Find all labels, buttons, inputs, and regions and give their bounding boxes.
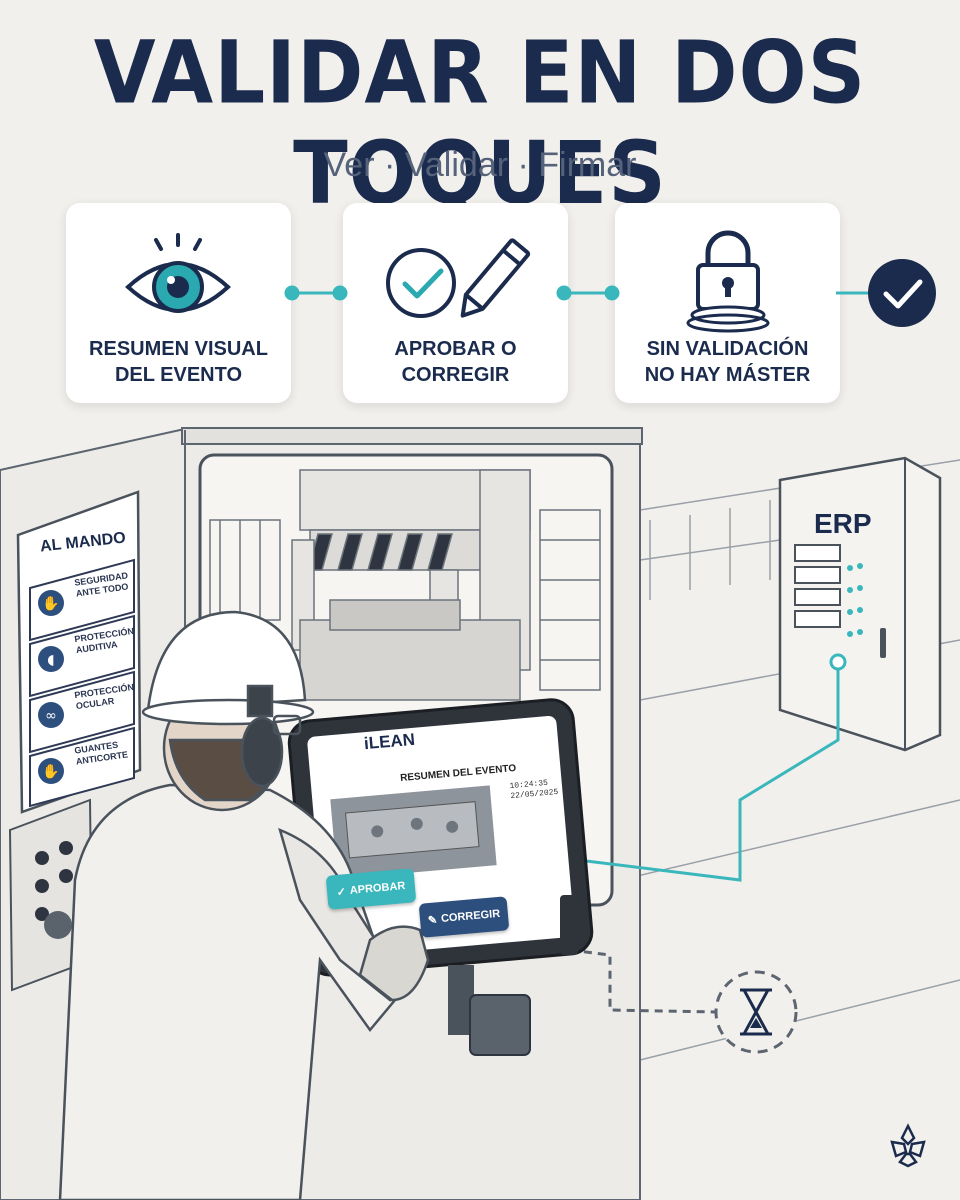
step-label-approve-or-correct: APROBAR O CORREGIR	[394, 338, 517, 386]
check-circle-icon	[868, 259, 936, 327]
hand-icon	[38, 590, 64, 616]
glove-icon	[38, 758, 64, 784]
page-title: VALIDAR EN DOS TOQUES	[93, 22, 867, 224]
step-connectors	[284, 259, 936, 327]
pencil-icon: ✎	[427, 913, 438, 927]
svg-text:∞: ∞	[45, 708, 57, 724]
page-subtitle: Ver · Validar · Firmar	[323, 146, 637, 184]
svg-text:◖: ◖	[47, 652, 54, 668]
tablet-timestamp: 10:24:35 22/05/2025	[509, 778, 559, 802]
svg-text:✋: ✋	[42, 595, 59, 612]
padlock-icon	[686, 230, 770, 333]
step-card-no-validation: SIN VALIDACIÓN NO HAY MÁSTER	[615, 203, 840, 403]
approve-button-label: APROBAR	[349, 880, 406, 897]
eye-icon	[125, 233, 231, 313]
glasses-icon	[38, 702, 64, 728]
check-icon: ✓	[336, 885, 347, 899]
check-and-pencil-icon	[386, 238, 531, 318]
step-card-approve-or-correct: APROBAR O CORREGIR	[343, 203, 568, 403]
correct-button-label: CORREGIR	[440, 907, 501, 925]
step-label-visual-summary: RESUMEN VISUAL DEL EVENTO	[89, 338, 268, 386]
erp-label: ERP	[814, 508, 872, 539]
ear-icon	[38, 646, 64, 672]
step-card-visual-summary: RESUMEN VISUAL DEL EVENTO	[66, 203, 291, 403]
svg-text:✋: ✋	[42, 763, 59, 780]
brand-logo-icon	[890, 1123, 926, 1168]
step-label-no-validation: SIN VALIDACIÓN NO HAY MÁSTER	[644, 338, 811, 386]
